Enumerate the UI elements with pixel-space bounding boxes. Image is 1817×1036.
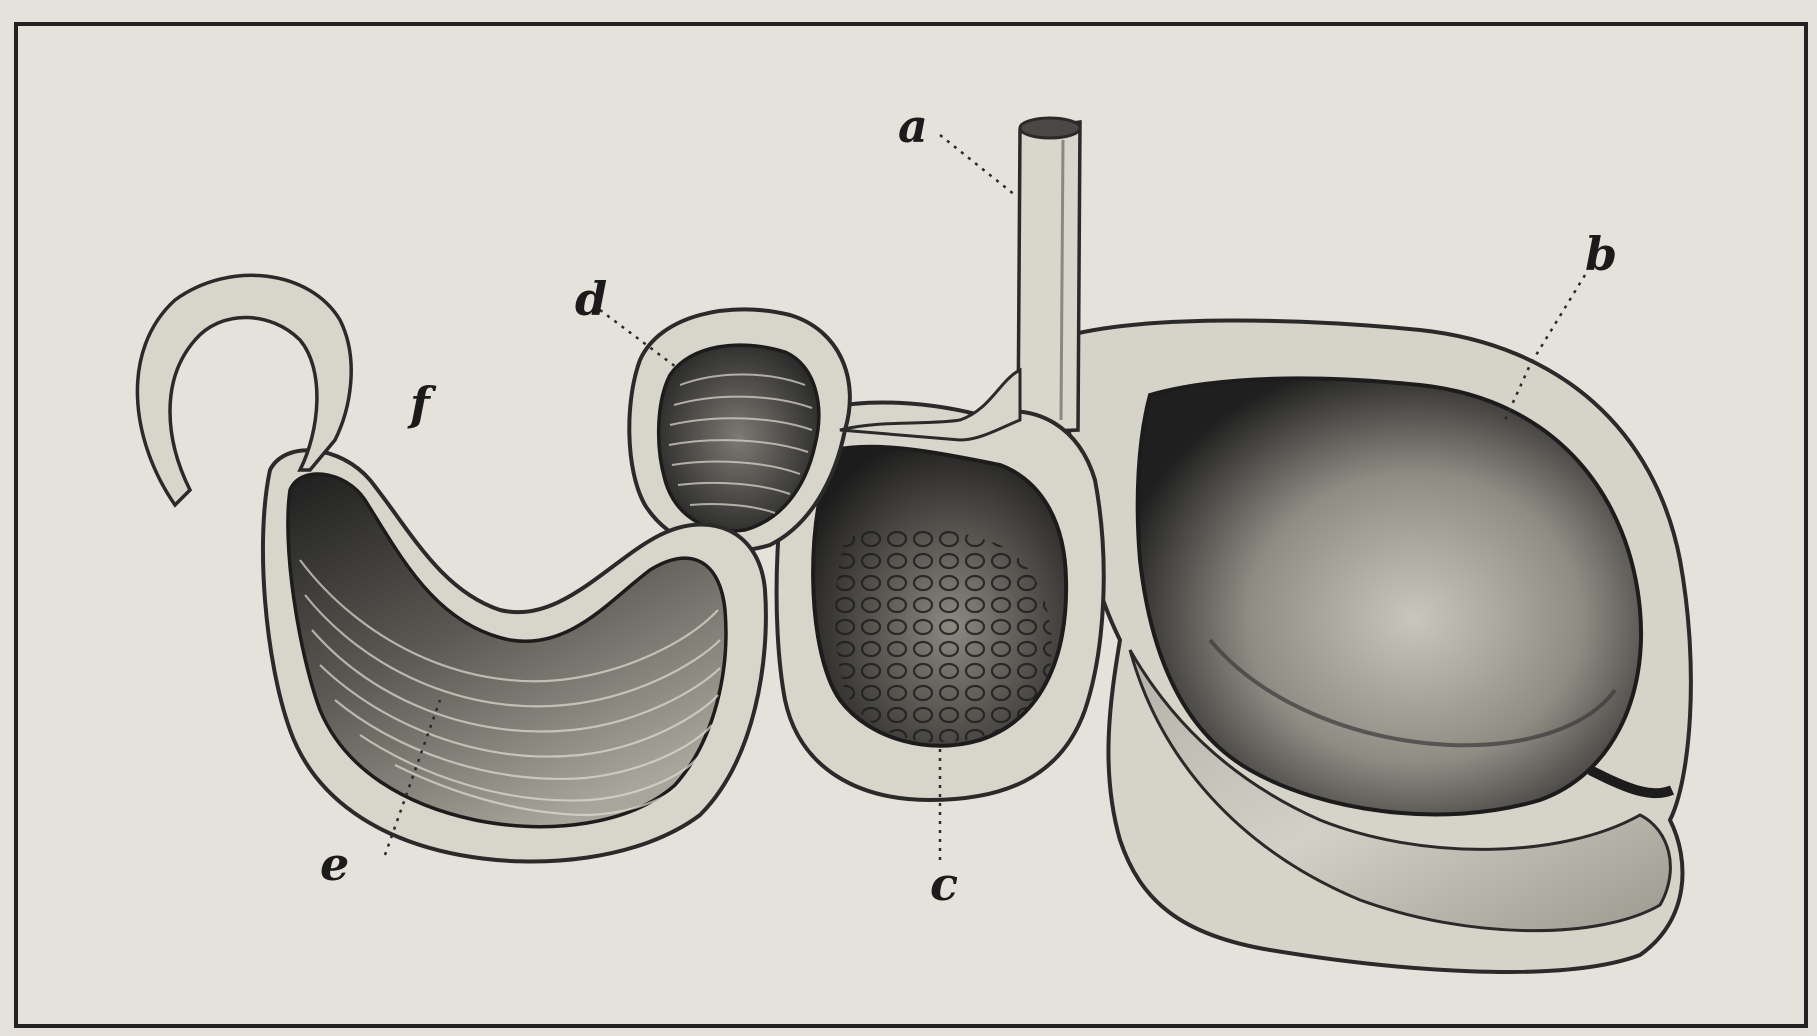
esophagus-a — [1018, 118, 1080, 432]
label-a: a — [898, 99, 928, 153]
honeycomb-lining — [835, 527, 1052, 742]
label-e: e — [320, 837, 349, 891]
label-c: c — [930, 857, 958, 911]
compartment-b — [1067, 320, 1690, 971]
label-b: b — [1585, 227, 1617, 281]
esophagus-tube — [1018, 122, 1080, 432]
label-d: d — [575, 272, 607, 326]
